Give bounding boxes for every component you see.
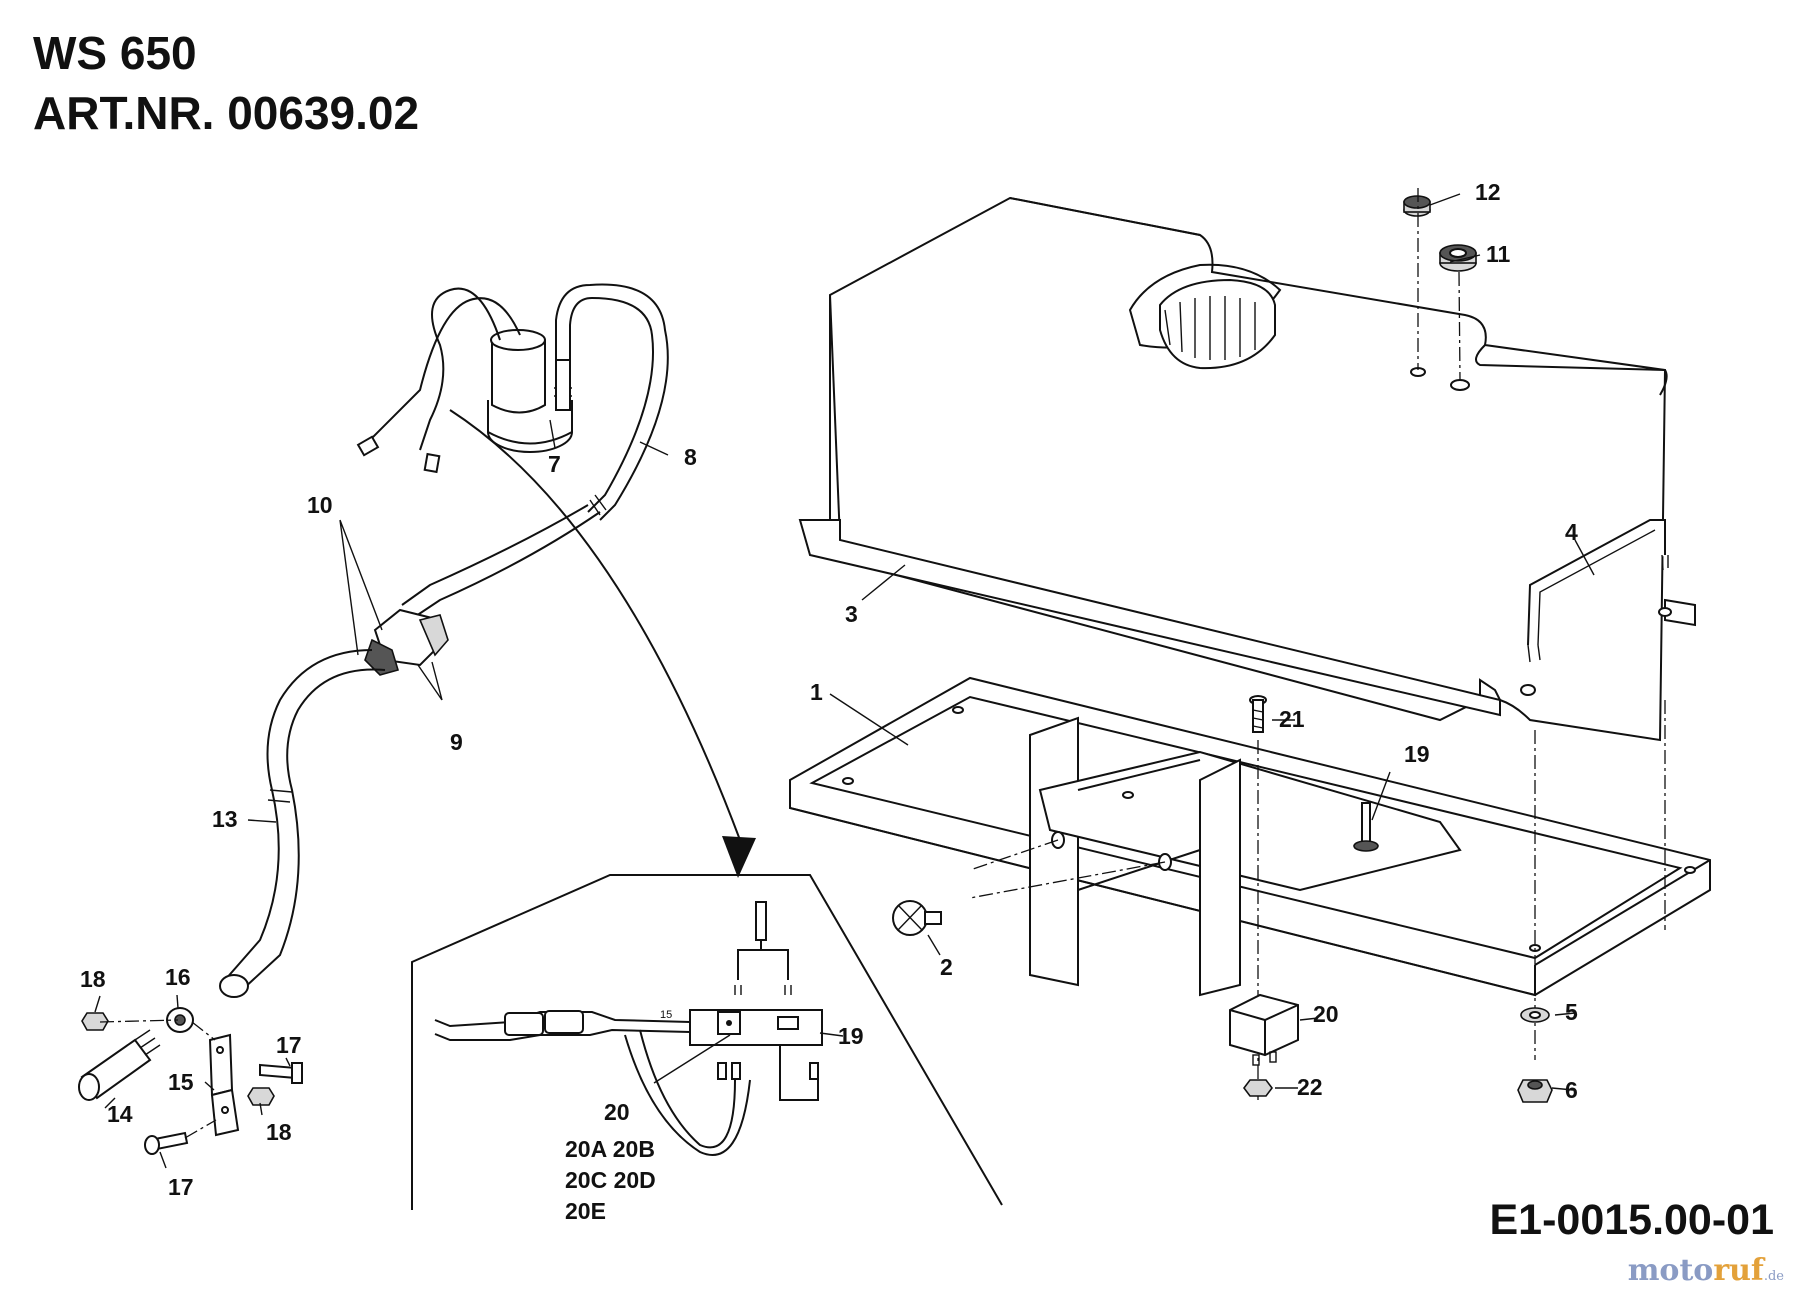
callout-10: 10 xyxy=(307,492,333,518)
callout-14: 14 xyxy=(107,1101,133,1127)
terminal-mark: 15 xyxy=(660,1009,672,1021)
nut-18a xyxy=(81,1012,109,1031)
diagram-code: E1-0015.00-01 xyxy=(1489,1196,1775,1244)
knob-2 xyxy=(892,900,942,936)
callout-4: 4 xyxy=(1565,519,1578,545)
callout-19b: 19 xyxy=(838,1023,864,1049)
relay-20 xyxy=(1229,993,1299,1066)
leader-lines xyxy=(94,193,1595,1169)
callout-20a: 20 xyxy=(604,1099,630,1125)
callout-9: 9 xyxy=(450,729,463,755)
clip-16 xyxy=(166,1007,194,1033)
callout-11: 11 xyxy=(1486,241,1511,267)
nut-6 xyxy=(1517,1079,1553,1103)
callout-22: 22 xyxy=(1297,1074,1323,1100)
callout-13: 13 xyxy=(212,806,238,832)
callout-20b: 20 xyxy=(1313,1001,1339,1027)
bolt-19 xyxy=(1353,802,1379,852)
callout-16: 16 xyxy=(165,964,191,990)
callout-1: 1 xyxy=(810,679,823,705)
variant-line-2: 20C 20D xyxy=(565,1167,656,1193)
pump-7 xyxy=(487,329,573,453)
callout-18a: 18 xyxy=(80,966,106,992)
wiring-detail-inset: 15 xyxy=(411,874,1003,1210)
nut-12 xyxy=(1403,195,1431,217)
bracket-15 xyxy=(208,1033,240,1137)
callout-12: 12 xyxy=(1475,179,1501,205)
variant-line-1: 20A 20B xyxy=(565,1136,655,1162)
callout-17a: 17 xyxy=(276,1032,302,1058)
variant-line-3: 20E xyxy=(565,1198,606,1224)
nut-22 xyxy=(1243,1079,1273,1097)
grommet-11 xyxy=(1439,244,1477,272)
callout-8: 8 xyxy=(684,444,697,470)
model-title: WS 650 xyxy=(33,27,197,79)
watermark-logo: motoruf.de xyxy=(1628,1253,1784,1288)
screw-17b xyxy=(144,1131,189,1155)
callout-2: 2 xyxy=(940,954,953,980)
watermark-part-a: moto xyxy=(1627,1253,1714,1288)
callout-7: 7 xyxy=(548,451,561,477)
watermark-suffix: .de xyxy=(1763,1269,1784,1284)
washer-5 xyxy=(1520,1007,1550,1023)
nut-18b xyxy=(247,1087,275,1106)
water-tank xyxy=(798,196,1696,742)
tank-handle xyxy=(1527,519,1669,663)
callout-21: 21 xyxy=(1279,706,1305,732)
mount-bracket xyxy=(1029,716,1462,997)
callout-15: 15 xyxy=(168,1069,194,1095)
strainer-14 xyxy=(78,1029,161,1101)
watermark-part-b: ruf xyxy=(1713,1253,1764,1288)
callout-18b: 18 xyxy=(266,1119,292,1145)
bolt-21 xyxy=(1249,695,1267,733)
callout-19a: 19 xyxy=(1404,741,1430,767)
callout-17b: 17 xyxy=(168,1174,194,1200)
callout-6: 6 xyxy=(1565,1077,1578,1103)
callout-3: 3 xyxy=(845,601,858,627)
article-number: ART.NR. 00639.02 xyxy=(33,87,420,139)
screw-17a xyxy=(259,1062,303,1084)
inline-filter xyxy=(364,608,449,676)
callout-5: 5 xyxy=(1565,999,1578,1025)
